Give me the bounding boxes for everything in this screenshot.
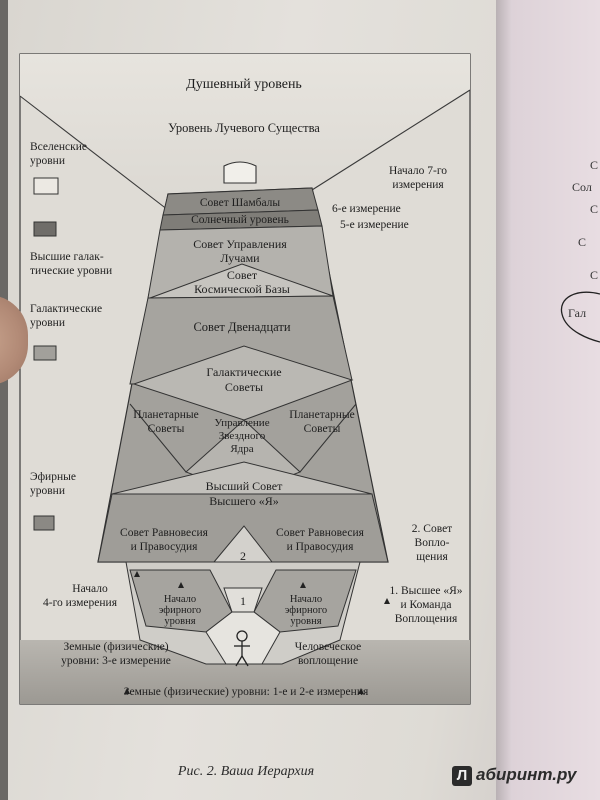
- galactic-councils-label: Галактические: [206, 365, 281, 379]
- legend-galactic-label-2: уровни: [30, 317, 65, 329]
- cosmic-base-label: Совет: [227, 268, 258, 282]
- etheric-left-label-3: уровня: [164, 616, 195, 627]
- dim4-label: Начало: [72, 583, 108, 595]
- figure-caption: Рис. 2. Ваша Иерархия: [177, 764, 315, 779]
- human-incarnation-label-2: воплощение: [298, 655, 358, 667]
- margin-ellipse: [560, 291, 600, 343]
- planetary-right-label-2: Советы: [304, 423, 341, 435]
- higher-self-label-2: Высшего «Я»: [209, 494, 279, 508]
- balance-left-label: Совет Равновесия: [120, 527, 209, 539]
- legend-swatch-galactic: [33, 345, 57, 361]
- divider-line: [129, 403, 187, 473]
- dim7-label-2: измерения: [392, 179, 444, 191]
- divider-line: [299, 403, 357, 473]
- legend-swatch-higher-galactic: [33, 221, 57, 237]
- twelve-council-label: Совет Двенадцати: [193, 320, 290, 334]
- higher-self-team-label-2: и Команда: [400, 599, 451, 611]
- star-core-label: Управление: [214, 417, 269, 429]
- legend-swatch-etheric: [33, 515, 55, 531]
- earthly-3-label: Земные (физические): [63, 641, 168, 653]
- ray-management-label-2: Лучами: [220, 251, 260, 265]
- earthly-3-label-2: уровни: 3-е измерение: [61, 655, 171, 667]
- etheric-right-label-2: эфирного: [285, 605, 327, 616]
- legend-swatch-universal: [33, 177, 59, 195]
- etheric-left-label-2: эфирного: [159, 605, 201, 616]
- star-core-label-2: Звездного: [219, 430, 266, 442]
- margin-text: Сол: [572, 180, 592, 194]
- balance-right-label: Совет Равновесия: [276, 527, 365, 539]
- margin-text: Гал: [568, 306, 587, 320]
- facing-page: С Сол С С С Гал: [496, 0, 600, 800]
- legend-galactic-label: Галактические: [30, 303, 102, 315]
- dim6-label: 6-е измерение: [332, 203, 401, 215]
- margin-text: С: [590, 202, 599, 216]
- number-1-label: 1: [240, 594, 246, 608]
- diagonal-line-right: [311, 89, 471, 191]
- galactic-councils-label-2: Советы: [225, 380, 263, 394]
- dim7-label: Начало 7-го: [389, 165, 447, 177]
- human-cell: [205, 611, 281, 665]
- higher-self-team-label: 1. Высшее «Я»: [389, 585, 462, 597]
- watermark-logo-icon: Л: [452, 766, 472, 786]
- higher-self-team-label-3: Воплощения: [395, 613, 458, 625]
- margin-text: С: [590, 158, 599, 172]
- margin-text: С: [578, 235, 587, 249]
- planetary-right-label: Планетарные: [289, 409, 354, 421]
- legend-etheric-label: Эфирные: [30, 471, 76, 483]
- legend-universal-label: Вселенские: [30, 141, 87, 153]
- dim4-label-2: 4-го измерения: [43, 597, 118, 609]
- soul-level-label: Душевный уровень: [186, 77, 302, 92]
- balance-left-label-2: и Правосудия: [131, 541, 199, 553]
- planetary-left-label-2: Советы: [148, 423, 185, 435]
- council-incarnation-label: 2. Совет: [412, 523, 452, 535]
- diagonal-line-left: [19, 95, 169, 211]
- galactic-councils-diamond: [132, 345, 354, 421]
- star-core-label-3: Ядра: [230, 443, 253, 455]
- etheric-right-label-3: уровня: [290, 616, 321, 627]
- watermark-text: абиринт.ру: [476, 765, 577, 784]
- ray-being-label: Уровень Лучевого Существа: [168, 121, 320, 135]
- legend-higher-galactic-label: Высшие галак-: [30, 251, 104, 263]
- cosmic-base-label-2: Космической Базы: [194, 282, 290, 296]
- etheric-right-label: Начало: [290, 594, 322, 605]
- balance-right-label-2: и Правосудия: [287, 541, 355, 553]
- universal-region: [20, 54, 470, 210]
- council-incarnation-label-2: Вопло-: [415, 537, 450, 549]
- dim5-label: 5-е измерение: [340, 219, 409, 231]
- shambhala-label: Совет Шамбалы: [200, 197, 281, 209]
- legend-etheric-label-2: уровни: [30, 485, 65, 497]
- earthly-1-2-label: Земные (физические) уровни: 1-е и 2-е из…: [124, 686, 369, 698]
- legend-higher-galactic-label-2: тические уровни: [30, 265, 112, 277]
- council-incarnation-label-3: щения: [416, 551, 448, 563]
- triangle-markers: [124, 571, 390, 694]
- solar-label: Солнечный уровень: [191, 214, 289, 226]
- planetary-left-label: Планетарные: [133, 409, 198, 421]
- legend-universal-label-2: уровни: [30, 155, 65, 167]
- margin-text: С: [590, 268, 599, 282]
- etheric-left-label: Начало: [164, 594, 196, 605]
- higher-self-label: Высший Совет: [206, 479, 283, 493]
- dome-cap: [223, 161, 257, 184]
- ray-management-label: Совет Управления: [193, 237, 287, 251]
- number-2-label: 2: [240, 549, 246, 563]
- human-incarnation-label: Человеческое: [295, 641, 362, 653]
- human-figure-icon: [234, 630, 250, 667]
